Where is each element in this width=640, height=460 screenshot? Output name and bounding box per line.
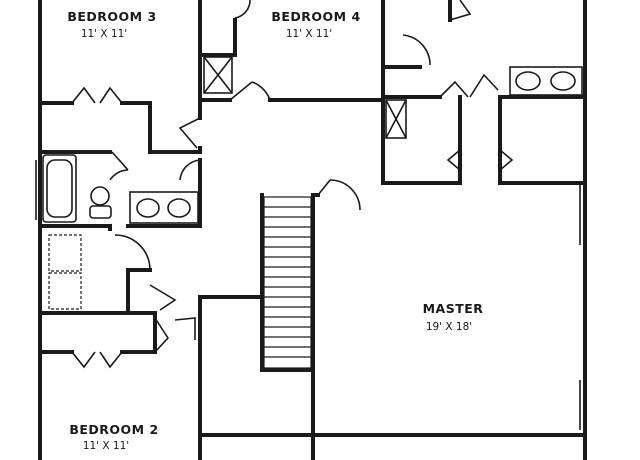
exterior-walls	[38, 0, 587, 460]
room-dims-master: 19' X 18'	[426, 321, 472, 333]
room-dims-bedroom2: 11' X 11'	[83, 440, 129, 452]
staircase	[263, 196, 312, 369]
room-dims-bedroom4: 11' X 11'	[286, 28, 332, 40]
room-dims-bedroom3: 11' X 11'	[81, 28, 127, 40]
hall-bath	[38, 151, 202, 231]
room-name-master: MASTER	[423, 301, 484, 316]
hall-walls	[198, 193, 587, 460]
laundry-area	[38, 234, 196, 369]
room-label-bedroom3: BEDROOM 3 11' X 11'	[67, 9, 156, 40]
master-walls	[35, 0, 587, 430]
room-name-bedroom3: BEDROOM 3	[67, 9, 156, 24]
room-label-master: MASTER 19' X 18'	[423, 301, 484, 333]
bedroom3-walls	[38, 86, 199, 154]
room-label-bedroom4: BEDROOM 4 11' X 11'	[271, 9, 360, 40]
room-name-bedroom4: BEDROOM 4	[271, 9, 360, 24]
bedroom4-walls	[178, 0, 385, 154]
room-label-bedroom2: BEDROOM 2 11' X 11'	[69, 422, 158, 452]
room-name-bedroom2: BEDROOM 2	[69, 422, 158, 437]
